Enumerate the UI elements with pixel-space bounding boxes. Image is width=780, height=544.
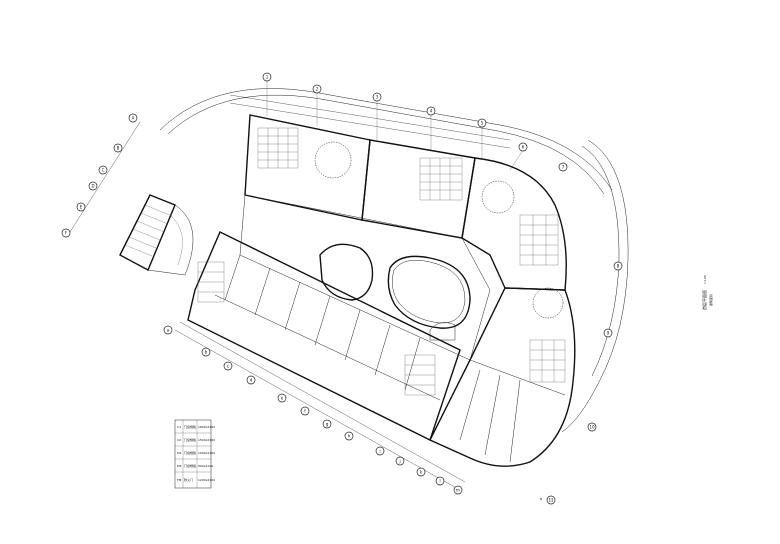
drawing-title: 首层平面图 [701,290,707,310]
desk-grid-3 [519,214,559,266]
desk-grid-2 [419,157,463,201]
axis-label-bottom-2: b [205,350,208,355]
legend-size-1: 1800x2100 [198,425,215,429]
axis-label-right-2: 8 [617,264,620,269]
legend-table: C1 门窗规格 1800x2100 C2 门窗规格 1500x2100 M1 门… [174,419,215,489]
axis-label-top-5: 5 [481,121,484,126]
legend-code-5: FM [177,478,182,482]
legend-desc-2: 门窗规格 [184,437,196,442]
legend-desc-4: 门窗规格 [184,463,196,468]
axis-label-top-2: 2 [316,87,319,92]
outer-ring-road [159,88,613,191]
axis-label-left-4: D [91,184,94,189]
left-dimension-line [69,121,141,233]
drawing-title-block: 首层平面图 1:100 建筑面积 [701,275,713,310]
round-room-3 [532,287,564,319]
axis-label-left-1: A [132,116,135,121]
desk-grid-4 [529,339,566,383]
drawing-note: 建筑面积 [708,294,713,306]
legend-size-4: 900x2100 [198,464,213,468]
axis-label-bottom-4: d [250,378,253,383]
legend-size-3: 1000x2100 [198,451,215,455]
axis-label-right-5: 11 [548,498,554,503]
axis-label-bottom-1: a [167,328,170,333]
building-outline [187,114,576,467]
legend-code-2: C2 [177,438,181,442]
stair-block [119,194,194,276]
axis-bubbles-top: 1 2 3 4 5 6 [262,72,528,171]
courtyard-oval-west [319,243,374,301]
axis-label-bottom-10: j [398,459,400,464]
axis-label-bottom-9: i [379,449,380,454]
legend-code-3: M1 [177,451,182,455]
legend-code-4: M2 [177,464,182,468]
axis-label-left-2: B [117,146,120,151]
axis-label-bottom-13: m [456,488,460,493]
legend-size-5: 1200x2100 [198,478,215,482]
axis-label-right-1: 7 [562,165,565,170]
axis-label-bottom-7: g [326,422,329,427]
legend-size-2: 1500x2100 [198,438,215,442]
legend-desc-5: 防火门 [184,477,193,482]
axis-label-left-6: F [65,231,68,236]
toilet-block [197,261,436,396]
axis-label-bottom-3: c [227,364,229,369]
axis-label-bottom-11: k [420,470,423,475]
round-room-1 [314,141,352,179]
round-room-2 [481,180,515,214]
outer-ring-road-right [561,139,629,433]
legend-code-1: C1 [177,425,181,429]
axis-label-bottom-12: l [439,479,440,484]
axis-bubbles-bottom: a b c d e f g h i j k l m [163,325,463,495]
ramp [429,322,456,341]
left-wing-rooms [214,254,441,401]
axis-bubbles-right: 7 8 9 10 11 [546,162,623,505]
axis-label-left-5: E [80,205,83,210]
north-marker: N [540,497,552,501]
right-wing-rooms [459,359,566,463]
axis-label-top-6: 6 [522,145,525,150]
legend-desc-3: 门窗规格 [184,450,196,455]
bottom-dimension-line [174,329,461,491]
courtyard-oval-main [387,255,471,329]
axis-label-bottom-8: h [348,434,351,439]
drawing-scale: 1:100 [703,275,707,284]
axis-label-top-3: 3 [376,95,379,100]
desk-grid-1 [257,127,299,169]
axis-label-bottom-6: f [304,409,306,414]
axis-label-top-4: 4 [430,109,433,114]
axis-label-right-4: 10 [589,425,595,430]
axis-label-top-1: 1 [266,75,269,80]
axis-label-left-3: C [102,168,105,173]
axis-bubbles-left: A B C D E F [61,113,138,238]
legend-desc-1: 门窗规格 [184,424,196,429]
axis-label-bottom-5: e [281,396,284,401]
top-dimension-line [229,94,511,141]
north-label: N [540,497,542,501]
axis-label-right-3: 9 [607,331,610,336]
